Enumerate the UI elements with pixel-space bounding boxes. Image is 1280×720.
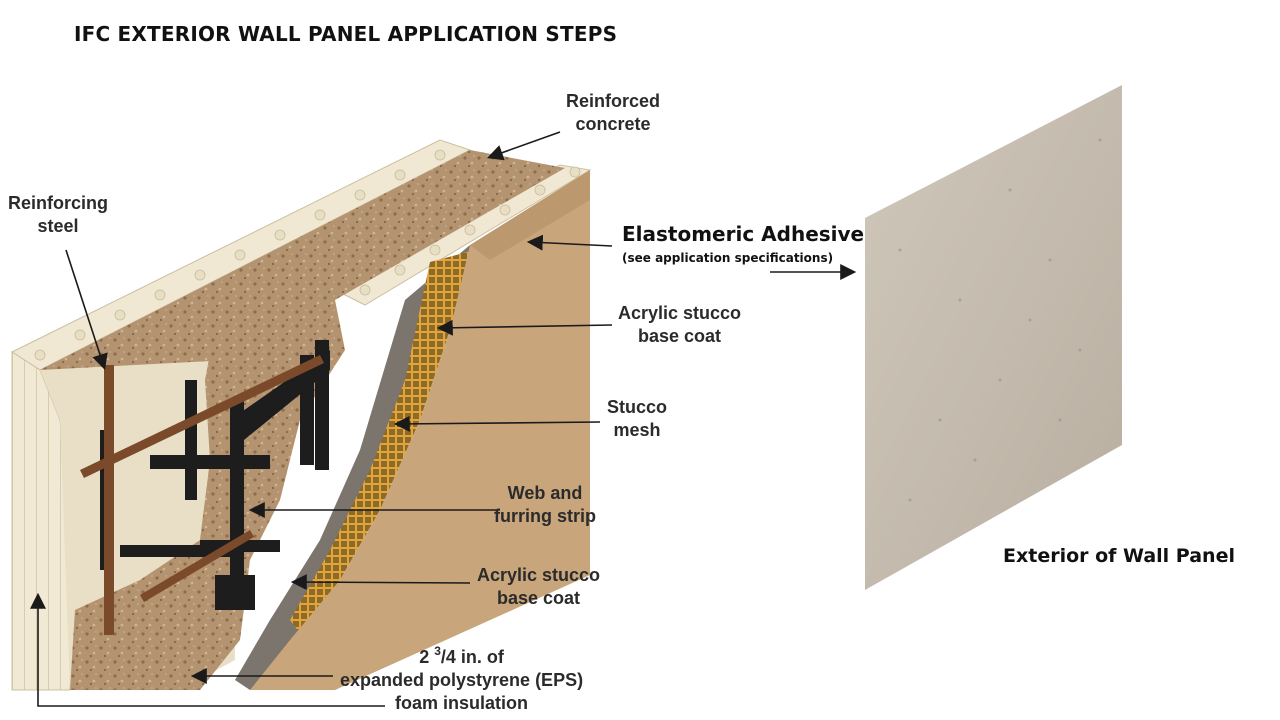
stucco-finish-shade (470, 170, 590, 260)
leader-reinforced-concrete (486, 131, 561, 161)
exterior-wall-panel (865, 85, 1122, 590)
stucco-mesh-band (290, 250, 475, 640)
label-adhesive-note: (see application specifications) (622, 251, 834, 265)
label-line: Reinforced (566, 91, 661, 111)
leader-stucco-mesh (393, 415, 601, 432)
label-acrylic-base-coat-bottom: Acrylic stucco base coat (477, 564, 600, 610)
label-line: expanded polystyrene (EPS) (340, 670, 584, 690)
label-line: foam insulation (395, 693, 529, 713)
label-line: base coat (638, 326, 722, 346)
label-line: Web and (507, 483, 583, 503)
label-line: Reinforcing (8, 193, 109, 213)
panel-texture-dots (898, 138, 1102, 502)
leader-eps-left (30, 592, 385, 707)
leader-base-coat-top (436, 319, 613, 336)
label-line: base coat (497, 588, 581, 608)
label-line: Acrylic stucco (477, 565, 601, 585)
label-line: furring strip (494, 506, 596, 526)
label-stucco-mesh: Stucco mesh (607, 396, 667, 442)
label-line: steel (37, 216, 79, 236)
label-reinforcing-steel: Reinforcing steel (8, 192, 108, 238)
label-exterior-wall-panel: Exterior of Wall Panel (1003, 545, 1235, 567)
eps-sup: 3 (434, 644, 441, 658)
foam-interlock-nubs (34, 149, 581, 361)
label-line: Acrylic stucco (618, 303, 742, 323)
label-line: Stucco (607, 397, 668, 417)
eps-prefix: 2 (419, 647, 435, 667)
rebars (80, 355, 324, 635)
label-web-furring: Web and furring strip (494, 482, 596, 528)
label-reinforced-concrete: Reinforced concrete (566, 90, 660, 136)
eps-suffix: /4 in. of (440, 647, 504, 667)
label-line: mesh (613, 420, 661, 440)
page-title: IFC EXTERIOR WALL PANEL APPLICATION STEP… (74, 22, 618, 46)
label-acrylic-base-coat-top: Acrylic stucco base coat (618, 302, 741, 348)
label-elastomeric-adhesive: Elastomeric Adhesive (622, 222, 865, 246)
leader-reinforcing-steel (65, 249, 108, 371)
leader-elastomeric-adhesive (526, 234, 613, 251)
label-line: 2 3/4 in. of (340, 640, 583, 669)
stucco-finish-face (250, 170, 590, 690)
leader-base-coat-bottom (290, 574, 471, 591)
leader-lines (30, 131, 857, 707)
concrete-core-top (40, 150, 565, 420)
label-eps-insulation: 2 3/4 in. of expanded polystyrene (EPS) … (340, 640, 583, 715)
label-line: concrete (575, 114, 651, 134)
